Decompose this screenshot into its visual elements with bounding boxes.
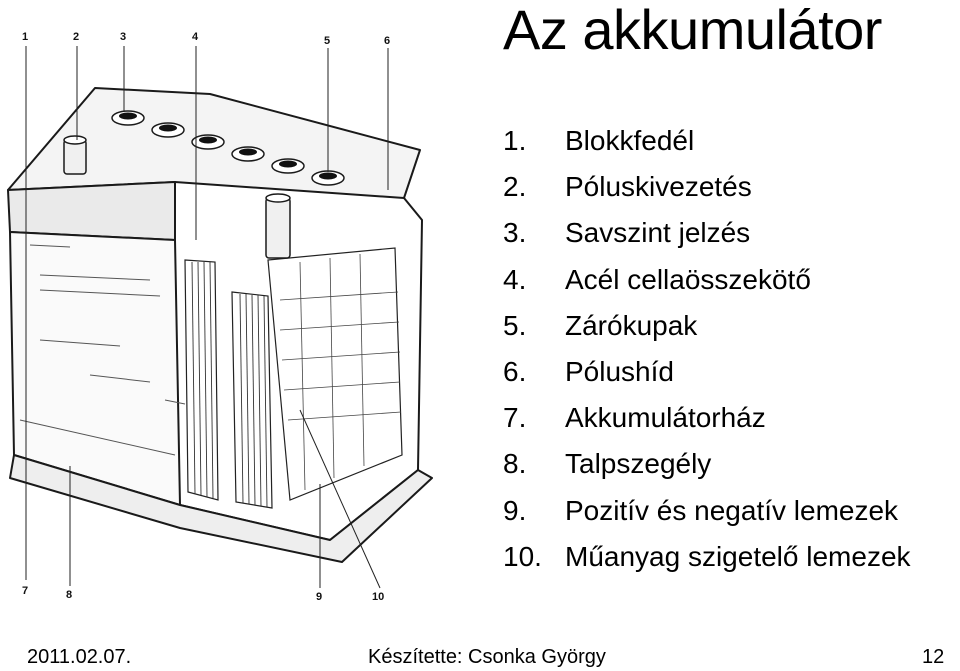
- item-number: 8.: [503, 448, 527, 480]
- item-label: Pozitív és negatív lemezek: [565, 494, 899, 526]
- separator-grid: [279, 253, 402, 491]
- item-number: 4.: [503, 263, 527, 295]
- battery-cutaway-diagram: 1 2 3 4 5 6 7 8 9 10: [7, 31, 433, 603]
- item-label: Talpszegély: [565, 448, 712, 480]
- terminal-right: [265, 197, 291, 259]
- foot-rim: [9, 454, 433, 563]
- callout-9: 9: [316, 591, 322, 603]
- callout-8: 8: [66, 589, 72, 601]
- callout-leaders: [25, 46, 389, 589]
- terminal-posts: [63, 135, 291, 259]
- item-number: 9.: [503, 494, 527, 526]
- callout-10: 10: [372, 591, 384, 603]
- cell-plates: [184, 247, 403, 509]
- item-number: 3.: [503, 217, 527, 249]
- callout-3: 3: [120, 31, 126, 43]
- item-number: 2.: [503, 171, 527, 203]
- item-number: 6.: [503, 355, 527, 387]
- cap-ribs: [119, 112, 337, 180]
- callout-6: 6: [384, 35, 390, 47]
- item-label: Savszint jelzés: [565, 217, 751, 249]
- item-label: Akkumulátorház: [565, 402, 766, 434]
- item-label: Póluskivezetés: [565, 171, 752, 203]
- page-number: 12: [922, 646, 945, 668]
- callout-7: 7: [22, 585, 28, 597]
- item-label: Blokkfedél: [565, 125, 695, 156]
- item-label: Műanyag szigetelő lemezek: [565, 540, 911, 572]
- lid-front: [7, 181, 176, 241]
- case-texture: [19, 244, 186, 456]
- slide-title: Az akkumulátor: [503, 0, 882, 61]
- item-label: Pólushíd: [565, 355, 674, 387]
- item-number: 5.: [503, 309, 527, 341]
- item-label: Acél cellaösszekötő: [565, 263, 811, 295]
- item-number: 7.: [503, 402, 527, 434]
- callout-2: 2: [73, 31, 79, 43]
- callout-4: 4: [192, 31, 199, 43]
- item-label: Zárókupak: [565, 309, 698, 341]
- footer-author: Készítette: Csonka György: [368, 646, 606, 668]
- callout-5: 5: [324, 35, 330, 47]
- callout-1: 1: [22, 31, 28, 43]
- plate-lines: [191, 261, 268, 508]
- callout-labels: 1 2 3 4 5 6 7 8 9 10: [22, 31, 390, 603]
- footer-date: 2011.02.07.: [27, 646, 132, 668]
- item-number: 1.: [503, 125, 527, 156]
- item-number: 10.: [503, 540, 542, 572]
- terminal-left: [63, 139, 87, 175]
